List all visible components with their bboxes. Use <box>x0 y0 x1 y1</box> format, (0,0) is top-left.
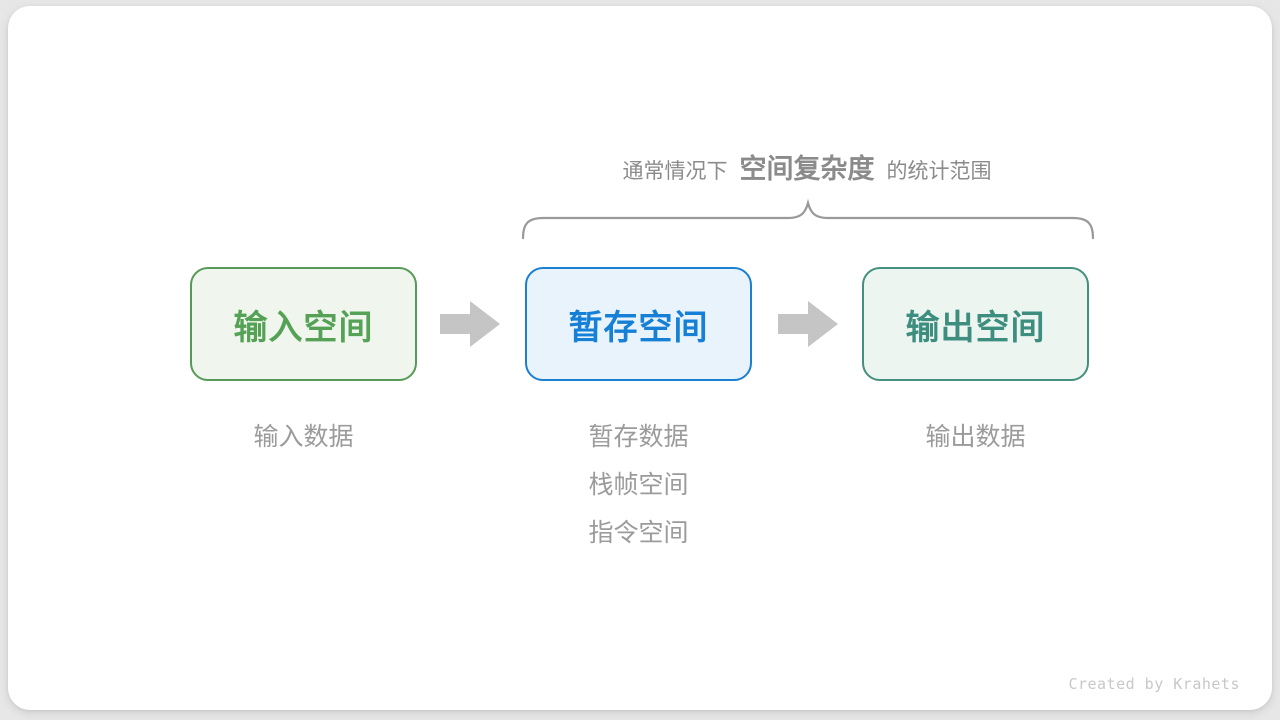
annotation-suffix: 的统计范围 <box>886 160 992 183</box>
caption-line: 指令空间 <box>588 519 689 547</box>
arrow-right-icon <box>440 301 500 347</box>
box-output-space-label: 输出空间 <box>905 308 1046 347</box>
annotation-emphasis: 空间复杂度 <box>739 154 875 184</box>
box-input-space-label: 输入空间 <box>233 308 374 347</box>
box-input-space: 输入空间 <box>190 267 417 381</box>
caption-input: 输入数据 <box>190 413 417 461</box>
credit-text: Created by Krahets <box>1068 675 1240 693</box>
annotation-prefix: 通常情况下 <box>622 160 728 183</box>
caption-line: 输入数据 <box>253 423 354 451</box>
caption-line: 栈帧空间 <box>588 471 689 499</box>
caption-output: 输出数据 <box>862 413 1089 461</box>
box-output-space: 输出空间 <box>862 267 1089 381</box>
box-temp-space: 暂存空间 <box>525 267 752 381</box>
caption-line: 暂存数据 <box>588 423 689 451</box>
scope-annotation: 通常情况下空间复杂度的统计范围 <box>500 147 1114 186</box>
caption-line: 输出数据 <box>925 423 1026 451</box>
curly-brace-icon <box>522 198 1094 240</box>
arrow-right-icon <box>778 301 838 347</box>
box-temp-space-label: 暂存空间 <box>568 308 709 347</box>
caption-temp: 暂存数据 栈帧空间 指令空间 <box>525 413 752 557</box>
